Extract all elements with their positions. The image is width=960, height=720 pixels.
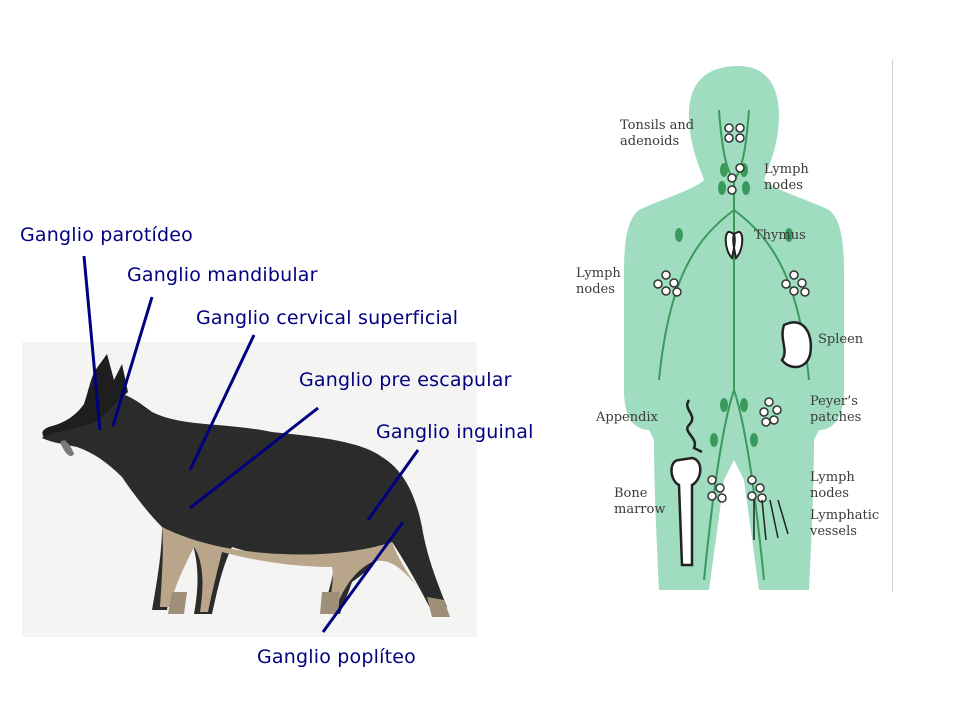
label-pre-escapular: Ganglio pre escapular [299, 369, 512, 391]
label-lymph-nodes-groin: Lymph nodes [810, 470, 855, 501]
label-lymph-nodes-neck: Lymph nodes [764, 162, 809, 193]
label-appendix: Appendix [596, 410, 658, 425]
label-inguinal: Ganglio inguinal [376, 421, 534, 443]
label-cervical: Ganglio cervical superficial [196, 307, 459, 329]
label-parotideo: Ganglio parotídeo [20, 224, 193, 246]
label-thymus: Thymus [754, 228, 806, 243]
label-spleen: Spleen [818, 332, 864, 347]
label-mandibular: Ganglio mandibular [127, 264, 318, 286]
human-body-figure [624, 66, 844, 590]
label-bone-marrow: Bone marrow [614, 486, 666, 517]
label-lymphatic-vessels: Lymphatic vessels [810, 508, 880, 539]
label-tonsils: Tonsils and adenoids [620, 118, 695, 149]
label-lymph-nodes-arm: Lymph nodes [576, 266, 621, 297]
human-lymphatic-diagram: Tonsils and adenoids Lymph nodes Thymus … [574, 60, 893, 592]
label-peyers-patches: Peyer’s patches [810, 394, 862, 425]
label-popliteo: Ganglio poplíteo [257, 646, 416, 668]
